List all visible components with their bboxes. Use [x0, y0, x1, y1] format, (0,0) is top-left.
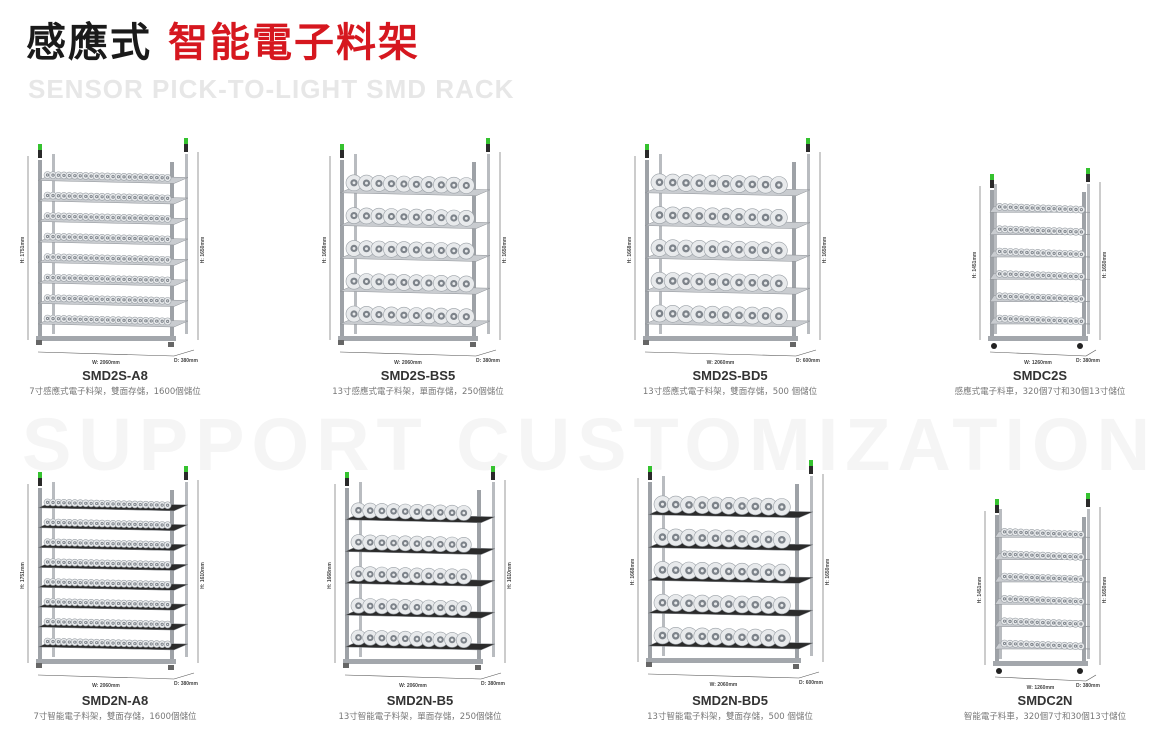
product-description: 13寸智能電子料架，單面存儲，250個儲位 — [338, 712, 502, 722]
product-name: SMD2S-BS5 — [380, 368, 456, 383]
page-title: 感應式智能電子料架 — [26, 10, 420, 68]
dimension-height-left: H: 1668mm — [627, 236, 633, 263]
rack-illustration: H: 1751mm H: 1610mm W: 2060mm D: 380mm — [20, 466, 206, 689]
dimension-width: W: 1260mm — [1027, 685, 1055, 691]
rack-illustration: H: 1451mm H: 1650mm W: 1260mm D: 380mm — [972, 168, 1108, 366]
product-description: 7寸智能電子料架，雙面存儲，1600個儲位 — [33, 712, 197, 722]
product-description: 13寸智能電子料架，雙面存儲，500 個儲位 — [647, 712, 813, 722]
dimension-height-right: H: 1650mm — [1102, 576, 1108, 603]
rack-illustration: H: 1668mm H: 1650mm W: 2060mm D: 600mm — [627, 138, 828, 366]
dimension-depth: D: 380mm — [174, 681, 198, 687]
dimension-height-left: H: 1668mm — [327, 562, 333, 589]
dimension-width: W: 2060mm — [394, 360, 422, 366]
product-name: SMDC2S — [1012, 368, 1068, 383]
dimension-height-left: H: 1751mm — [20, 236, 26, 263]
dimension-height-left: H: 1668mm — [322, 236, 328, 263]
product-description: 7寸感應式電子料架，雙面存儲，1600個儲位 — [29, 387, 201, 397]
product-name: SMDC2N — [1017, 693, 1073, 708]
rack-illustration: H: 1668mm H: 1650mm W: 2060mm D: 600mm — [630, 460, 831, 688]
dimension-depth: D: 380mm — [1076, 683, 1100, 689]
watermark-text: SUPPORT CUSTOMIZATION — [22, 403, 1158, 486]
dimension-depth: D: 600mm — [796, 358, 820, 364]
product-name: SMD2S-A8 — [82, 368, 148, 383]
product-name: SMD2N-B5 — [386, 693, 454, 708]
dimension-height-right: H: 1610mm — [200, 562, 206, 589]
dimension-depth: D: 380mm — [476, 358, 500, 364]
dimension-width: W: 2060mm — [92, 360, 120, 366]
dimension-width: W: 1260mm — [1024, 360, 1052, 366]
product-description: 智能電子料車，320個7寸和30個13寸儲位 — [963, 712, 1127, 722]
rack-illustration: H: 1668mm H: 1650mm W: 2060mm D: 380mm — [322, 138, 508, 366]
product-name: SMD2N-BD5 — [692, 693, 768, 708]
dimension-height-right: H: 1650mm — [502, 236, 508, 263]
rack-illustration: H: 1668mm H: 1610mm W: 2060mm D: 380mm — [327, 466, 513, 689]
dimension-width: W: 2060mm — [92, 683, 120, 689]
rack-illustration: H: 1451mm H: 1650mm W: 1260mm D: 380mm — [977, 493, 1108, 691]
dimension-height-left: H: 1451mm — [972, 251, 978, 278]
product-description: 感應式電子料車，320個7寸和30個13寸儲位 — [954, 387, 1126, 397]
rack-illustration: H: 1751mm H: 1650mm W: 2060mm D: 380mm — [20, 138, 206, 366]
product-name: SMD2N-A8 — [81, 693, 149, 708]
title-dark: 感應式 — [26, 20, 152, 66]
dimension-height-left: H: 1451mm — [977, 576, 983, 603]
title-red: 智能電子料架 — [168, 20, 420, 66]
dimension-height-right: H: 1650mm — [1102, 251, 1108, 278]
product-description: 13寸感應式電子料架，雙面存儲，500 個儲位 — [642, 387, 818, 397]
dimension-width: W: 2060mm — [399, 683, 427, 689]
dimension-depth: D: 380mm — [481, 681, 505, 687]
dimension-depth: D: 600mm — [799, 680, 823, 686]
dimension-height-left: H: 1751mm — [20, 562, 26, 589]
dimension-width: W: 2060mm — [707, 360, 735, 366]
product-name: SMD2S-BD5 — [692, 368, 768, 383]
page-subtitle: SENSOR PICK-TO-LIGHT SMD RACK — [28, 74, 515, 104]
dimension-height-right: H: 1650mm — [200, 236, 206, 263]
dimension-depth: D: 380mm — [174, 358, 198, 364]
dimension-depth: D: 380mm — [1076, 358, 1100, 364]
product-description: 13寸感應式電子料架，單面存儲，250個儲位 — [332, 387, 504, 397]
dimension-height-right: H: 1610mm — [507, 562, 513, 589]
dimension-height-left: H: 1668mm — [630, 558, 636, 585]
dimension-height-right: H: 1650mm — [825, 558, 831, 585]
dimension-width: W: 2060mm — [710, 682, 738, 688]
dimension-height-right: H: 1650mm — [822, 236, 828, 263]
